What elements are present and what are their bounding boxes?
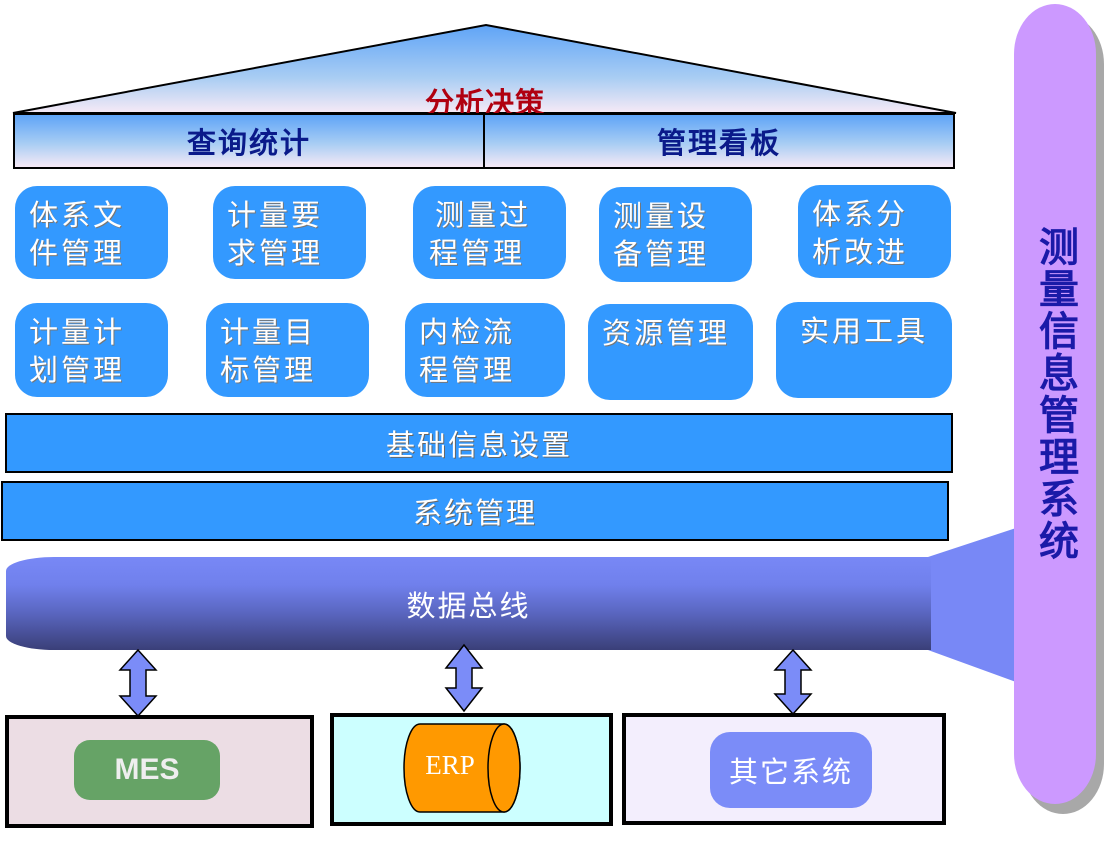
module-tile[interactable]: 实用工具 — [776, 302, 952, 398]
base-info-settings[interactable]: 基础信息设置 — [5, 413, 953, 473]
management-dashboard[interactable]: 管理看板 — [483, 115, 953, 167]
mes-badge: MES — [74, 740, 220, 800]
double-arrow-icon — [773, 648, 813, 716]
module-line: 体系文 — [29, 198, 126, 232]
module-line: 计量计 — [29, 315, 126, 349]
module-tile[interactable]: 测量设 备管理 — [599, 187, 752, 282]
module-line: 体系分 — [812, 197, 909, 231]
system-title: 测量信息管理系统 — [1032, 226, 1078, 562]
module-line: 备管理 — [613, 237, 710, 271]
other-systems-badge: 其它系统 — [710, 732, 872, 808]
query-statistics[interactable]: 查询统计 — [186, 126, 311, 160]
double-arrow-icon — [118, 648, 158, 718]
module-line: 件管理 — [29, 236, 126, 270]
module-tile[interactable]: 内检流 程管理 — [405, 303, 565, 397]
erp-label: ERP — [425, 750, 475, 780]
module-line: 标管理 — [220, 353, 317, 387]
bus-connector — [928, 528, 1016, 682]
module-line: 实用工具 — [800, 314, 929, 348]
module-line: 内检流 — [419, 315, 516, 349]
module-line: 计量目 — [220, 315, 317, 349]
module-line: 测量过 — [435, 198, 532, 232]
module-line: 测量设 — [613, 199, 710, 233]
module-line: 程管理 — [419, 353, 516, 387]
module-tile[interactable]: 体系文 件管理 — [15, 186, 168, 279]
query-bar: 查询统计 管理看板 — [13, 113, 955, 169]
double-arrow-icon — [444, 643, 484, 713]
module-tile[interactable]: 计量计 划管理 — [15, 303, 168, 397]
module-line: 程管理 — [429, 236, 526, 270]
module-tile[interactable]: 测量过 程管理 — [413, 186, 566, 279]
system-management[interactable]: 系统管理 — [1, 481, 949, 541]
module-tile[interactable]: 体系分 析改进 — [798, 185, 951, 278]
database-cylinder-icon — [403, 723, 521, 813]
module-tile[interactable]: 计量要 求管理 — [213, 186, 366, 279]
data-bus: 数据总线 — [6, 557, 931, 650]
module-line: 析改进 — [812, 235, 909, 269]
module-tile[interactable]: 资源管理 — [588, 304, 753, 400]
module-line: 资源管理 — [602, 316, 731, 350]
module-tile[interactable]: 计量目 标管理 — [206, 303, 369, 397]
module-line: 求管理 — [227, 236, 324, 270]
system-title-pill: 测量信息管理系统 — [1014, 4, 1096, 804]
module-line: 计量要 — [227, 198, 324, 232]
module-line: 划管理 — [29, 353, 126, 387]
